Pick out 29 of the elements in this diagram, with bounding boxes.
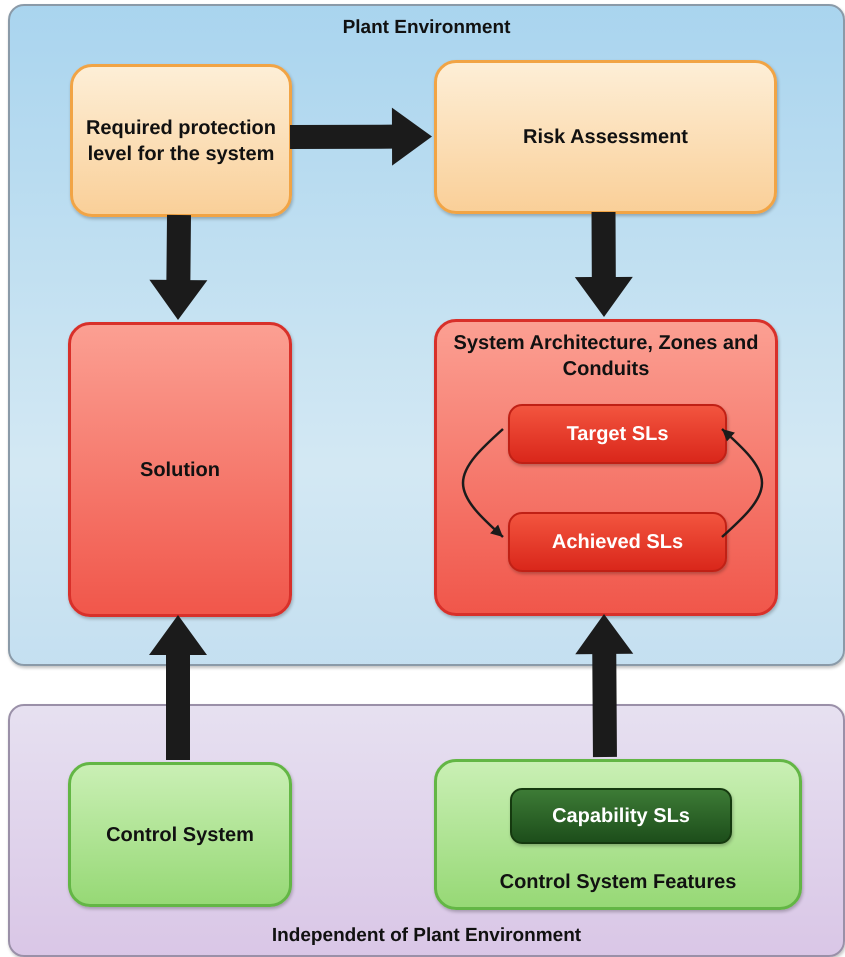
process-box [68,322,292,617]
node-label: Solution [139,458,221,482]
level-box [510,788,732,844]
node-label: System Architecture, Zones and Conduits [452,331,760,382]
process-box [70,64,292,217]
level-box [508,512,727,572]
node-label: Required protection level for the system [84,116,277,166]
node-label: Risk Assessment [522,125,689,150]
process-box [434,60,777,214]
arrow [721,428,764,538]
process-box [68,762,292,907]
arrow [149,615,207,760]
level-box [508,404,727,464]
node-label: Capability SLs [551,804,691,829]
node-label: Control System Features [498,870,738,895]
arrow [462,428,504,538]
node-label: Target SLs [566,422,670,447]
arrow [290,108,432,166]
arrow [575,614,634,758]
node-label: Achieved SLs [550,530,684,555]
node-label: Control System [105,822,255,848]
environment-band [8,4,845,666]
architecture-box [434,319,778,616]
band-heading: Plant Environment [342,16,512,40]
arrow [574,212,633,317]
arrow [149,214,208,320]
environment-band [8,704,845,957]
features-box [434,759,802,910]
band-heading: Independent of Plant Environment [270,924,582,948]
